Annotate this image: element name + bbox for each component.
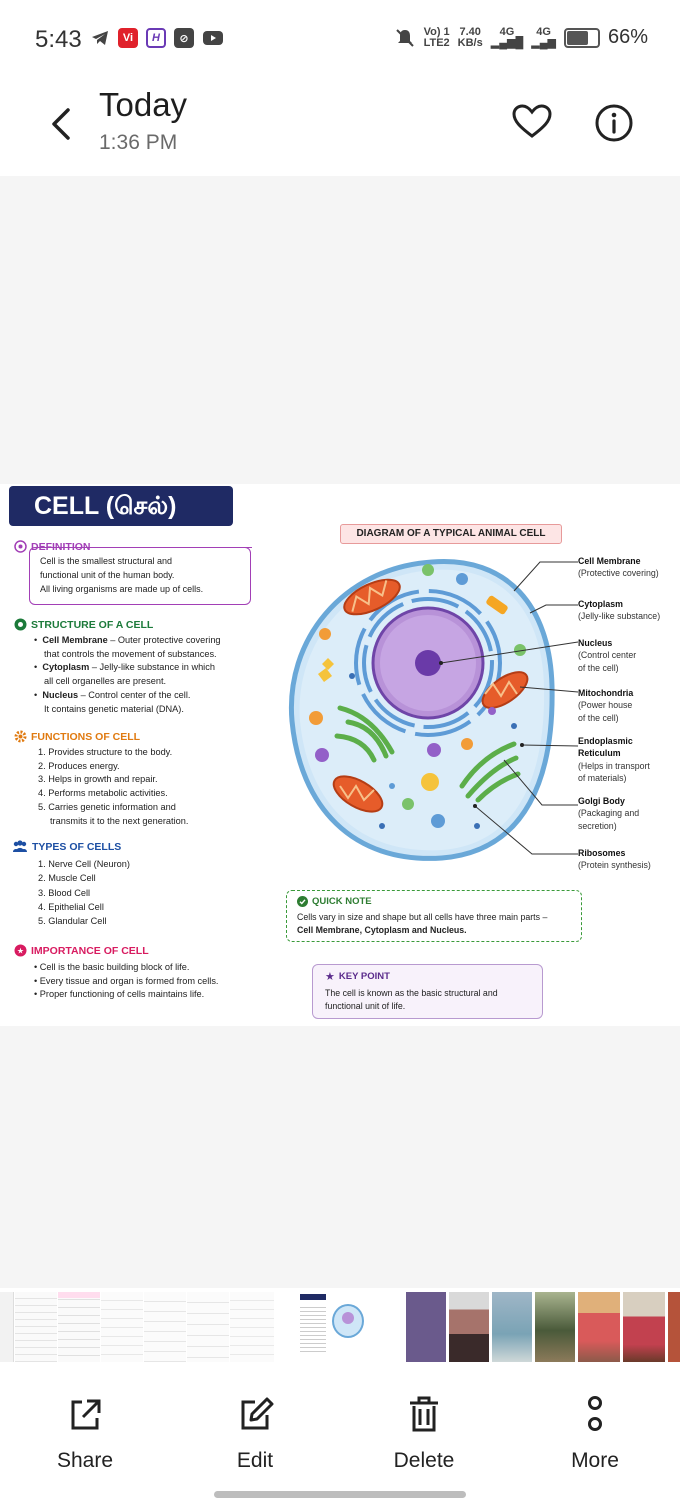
mitochondria [332,578,529,813]
types-heading: TYPES OF CELLS [12,840,121,853]
notification-icons: Vi H ⊘ [90,28,224,48]
more-label: More [571,1449,619,1472]
structure-heading: STRUCTURE OF A CELL [14,618,153,631]
photo-viewer[interactable]: CELL (செல்) DEFINITION Cell is the small… [0,176,680,1288]
top-app-bar: Today 1:36 PM [0,78,680,176]
bottom-action-bar: Share Edit Delete More [0,1378,680,1478]
label-endoplasmic-reticulum: Endoplasmic Reticulum (Helps in transpor… [578,736,650,784]
target-icon [14,540,27,553]
thumbnail-doc-4[interactable] [101,1292,143,1362]
share-label: Share [56,1449,114,1472]
quick-note-box: QUICK NOTE Cells vary in size and shape … [286,890,582,942]
label-golgi-body: Golgi Body (Packaging and secretion) [578,796,640,831]
thumbnail-doc-2[interactable] [15,1292,57,1362]
vi-icon: Vi [118,28,138,48]
animal-cell-diagram [288,559,579,861]
thumbnail-photo-4[interactable] [535,1292,575,1362]
thumbnail-photo-5[interactable] [578,1292,620,1362]
functions-heading: FUNCTIONS OF CELL [14,730,140,743]
label-cell-membrane: Cell Membrane (Protective covering) [578,556,659,579]
trash-icon [410,1396,438,1432]
favorite-button[interactable] [510,100,554,144]
cytoplasm-organelles [309,564,526,829]
delete-label: Delete [393,1449,455,1472]
page-title: Today [99,86,188,123]
thumbnail-photo-7[interactable] [668,1292,680,1362]
thumbnail-doc-5[interactable] [144,1292,186,1362]
endoplasmic-reticulum [354,589,502,737]
label-nucleus: Nucleus (Control center of the cell) [578,638,637,673]
thumbnail-current[interactable] [292,1292,392,1362]
types-list: 1. Nerve Cell (Neuron) 2. Muscle Cell 3.… [38,859,130,927]
quick-note-heading: QUICK NOTE [297,896,571,907]
thumbnail-photo-2[interactable] [449,1292,489,1362]
battery-percent: 66% [607,26,648,48]
info-icon [595,104,633,142]
definition-box: Cell is the smallest structural and func… [29,547,251,605]
thumbnail-strip[interactable] [0,1292,680,1362]
youtube-icon [203,31,223,45]
back-arrow-icon [52,108,70,140]
thumbnail-doc-1[interactable] [0,1292,14,1362]
gesture-home-bar[interactable] [214,1491,466,1498]
signal-1-icon: 4G▂▄▆█ [490,25,524,49]
thumbnail-doc-6[interactable] [187,1292,229,1362]
label-cytoplasm: Cytoplasm (Jelly-like substance) [578,599,661,622]
label-pointer-dots [439,661,524,808]
cell-icon [14,618,27,631]
gear-icon [14,730,27,743]
more-button[interactable]: More [540,1394,650,1473]
status-time: 5:43 [35,26,82,53]
back-button[interactable] [42,100,82,148]
key-point-heading: ★ KEY POINT [325,971,390,983]
delete-button[interactable]: Delete [369,1394,479,1473]
heart-icon [512,104,552,138]
share-button[interactable]: Share [30,1394,140,1473]
importance-heading: ★ IMPORTANCE OF CELL [14,944,149,957]
structure-list: • Cell Membrane – Outer protective cover… [34,635,221,714]
info-button[interactable] [593,102,635,144]
definition-heading: DEFINITION [14,540,91,553]
edit-label: Edit [236,1449,274,1472]
thumbnail-photo-3[interactable] [492,1292,532,1362]
nucleolus [415,650,441,676]
app-icon: ⊘ [174,28,194,48]
functions-list: 1. Provides structure to the body. 2. Pr… [38,747,189,826]
label-pointer-lines [440,561,579,855]
label-mitochondria: Mitochondria (Power house of the cell) [578,688,634,723]
infographic-title: CELL (செல்) [9,486,233,526]
edit-icon [241,1397,274,1430]
share-icon [71,1399,101,1430]
diagram-title: DIAGRAM OF A TYPICAL ANIMAL CELL [340,524,562,544]
battery-icon [563,27,600,48]
check-circle-icon [297,896,308,907]
key-point-box: ★ KEY POINT The cell is known as the bas… [312,964,543,1019]
key-point-text: The cell is known as the basic structura… [325,988,498,1011]
page-subtitle: 1:36 PM [99,131,178,154]
edit-button[interactable]: Edit [200,1394,310,1473]
star-icon: ★ [325,971,335,983]
thumbnail-photo-1[interactable] [406,1292,446,1362]
golgi-body [334,705,521,803]
thumbnail-doc-7[interactable] [230,1292,274,1362]
signal-2-icon: 4G▂▄▆ [531,25,556,49]
svg-text:★: ★ [17,947,24,956]
thumbnail-doc-3[interactable] [58,1292,100,1362]
more-icon [588,1396,602,1431]
thumbnail-photo-6[interactable] [623,1292,665,1362]
people-icon [13,840,27,852]
telegram-icon [92,31,108,45]
star-badge-icon: ★ [14,944,27,957]
photo-image[interactable]: CELL (செல்) DEFINITION Cell is the small… [0,484,680,1026]
quick-note-text: Cells vary in size and shape but all cel… [297,912,548,935]
mute-icon [395,28,414,47]
importance-list: • Cell is the basic building block of li… [34,962,219,1000]
h-app-icon: H [146,28,166,48]
label-ribosomes: Ribosomes (Protein synthesis) [578,848,651,871]
